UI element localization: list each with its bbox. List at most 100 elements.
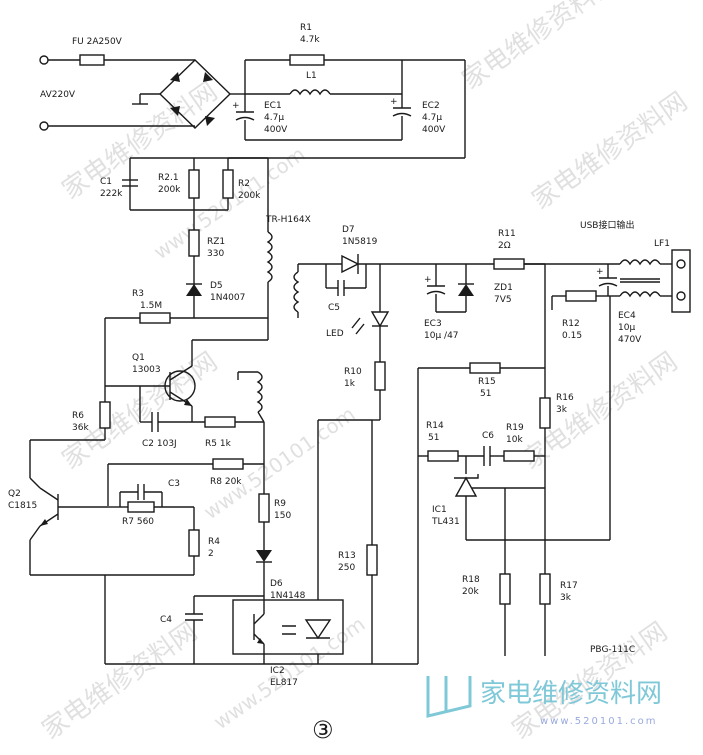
ec2-name: EC2 (422, 101, 440, 111)
resistor-rz1 (188, 229, 200, 257)
common-mode-choke-lf1 (619, 259, 661, 266)
led-label: LED (326, 329, 344, 339)
r12-value: 0.15 (562, 331, 582, 341)
r6-name: R6 (72, 411, 84, 421)
ec2-value: 4.7μ (422, 113, 442, 123)
r4-name: R4 (208, 537, 220, 547)
opto-light-arrows (282, 625, 296, 635)
resistor-r15 (469, 362, 501, 374)
watermark-text: 家电维修资料网 (37, 617, 203, 746)
resistor-r7 (127, 501, 155, 513)
d6-name: D6 (270, 579, 283, 589)
rz1-name: RZ1 (207, 237, 225, 247)
usb-terminal-vbus (676, 259, 686, 269)
usb-connector (671, 249, 691, 313)
watermark-text: 家电维修资料网 (527, 87, 693, 216)
r9-value: 150 (274, 511, 291, 521)
resistor-r4 (188, 529, 200, 557)
resistor-r2 (222, 169, 234, 199)
svg-text:+: + (424, 275, 432, 285)
r12-name: R12 (562, 319, 580, 329)
transformer-primary (266, 231, 273, 283)
r2-name: R2 (238, 179, 250, 189)
r11-name: R11 (498, 229, 516, 239)
brand-book-icon (426, 676, 472, 718)
r13-name: R13 (338, 551, 356, 561)
r7-label: R7 560 (122, 517, 154, 527)
svg-text:+: + (390, 97, 398, 107)
q1-value: 13003 (132, 365, 161, 375)
optocoupler-ic2: IC2 EL817 (232, 419, 372, 688)
ic1-name: IC1 (432, 505, 447, 515)
ec1-voltage: 400V (264, 125, 288, 135)
ac-terminal-bottom (39, 121, 49, 131)
bridge-rectifier (158, 59, 232, 129)
c4-label: C4 (160, 615, 172, 625)
ec3-name: EC3 (424, 319, 442, 329)
resistor-r2-1 (188, 169, 200, 199)
resistor-r1 (289, 54, 325, 66)
r14-value: 51 (428, 433, 439, 443)
c3-label: C3 (168, 479, 180, 489)
q1-name: Q1 (132, 353, 145, 363)
r2-value: 200k (238, 191, 261, 201)
resistor-r5 (204, 416, 236, 428)
resistor-r9 (258, 493, 270, 523)
r19-value: 10k (506, 435, 523, 445)
r19-name: R19 (506, 423, 524, 433)
brand-name: 家电维修资料网 (480, 679, 662, 709)
resistor-r6 (99, 401, 111, 429)
c1-name: C1 (100, 177, 112, 187)
r5-label: R5 1k (205, 439, 232, 449)
resistor-r19 (503, 450, 535, 462)
c5-label: C5 (328, 303, 340, 313)
lf1-label: LF1 (654, 239, 670, 249)
q2-name: Q2 (8, 489, 21, 499)
transformer-secondary (293, 271, 300, 313)
fuse-label: FU 2A250V (72, 37, 123, 47)
transformer-aux-winding (256, 371, 263, 413)
resistor-r3 (139, 312, 171, 324)
r13-value: 250 (338, 563, 355, 573)
resistor-r12 (565, 290, 597, 302)
r1-name: R1 (300, 23, 312, 33)
d7-name: D7 (342, 225, 355, 235)
resistor-r18 (499, 573, 511, 605)
r1-value: 4.7k (300, 35, 320, 45)
r16-value: 3k (556, 405, 568, 415)
r14-name: R14 (426, 421, 444, 431)
transformer-label: TR-H164X (265, 215, 311, 225)
r17-name: R17 (560, 581, 578, 591)
r8-label: R8 20k (210, 477, 242, 487)
ic2-name: IC2 (270, 666, 285, 676)
resistor-r14 (427, 450, 459, 462)
ic1-value: TL431 (431, 517, 460, 527)
r18-name: R18 (462, 575, 480, 585)
ic2-package (232, 599, 344, 655)
r10-name: R10 (344, 367, 362, 377)
diode-d7 (341, 254, 360, 274)
resistor-r8 (212, 458, 244, 470)
r3-value: 1.5M (140, 301, 162, 311)
watermark-url: www.520101.com (149, 142, 309, 264)
primary-startup: C1 222k R2.1 200k R2 200k RZ1 330 D5 1N4… (100, 157, 311, 324)
resistor-r10 (374, 361, 386, 391)
resistor-r16 (539, 397, 551, 429)
usb-terminal-gnd (676, 291, 686, 301)
r11-value: 2Ω (498, 241, 511, 251)
r4-value: 2 (208, 549, 214, 559)
opto-led (304, 619, 332, 640)
shunt-regulator-ic1 (454, 476, 478, 497)
zener-zd1 (458, 284, 474, 296)
c1-value: 222k (100, 189, 123, 199)
inductor-l1 (289, 89, 331, 96)
ec1-value: 4.7μ (264, 113, 284, 123)
fuse (79, 54, 105, 66)
r21-value: 200k (158, 185, 181, 195)
r21-name: R2.1 (158, 173, 179, 183)
usb-output-label: USB接口输出 (580, 219, 634, 231)
brand-url: www.520101.com (540, 716, 658, 727)
d5-name: D5 (210, 281, 223, 291)
r15-value: 51 (480, 389, 491, 399)
